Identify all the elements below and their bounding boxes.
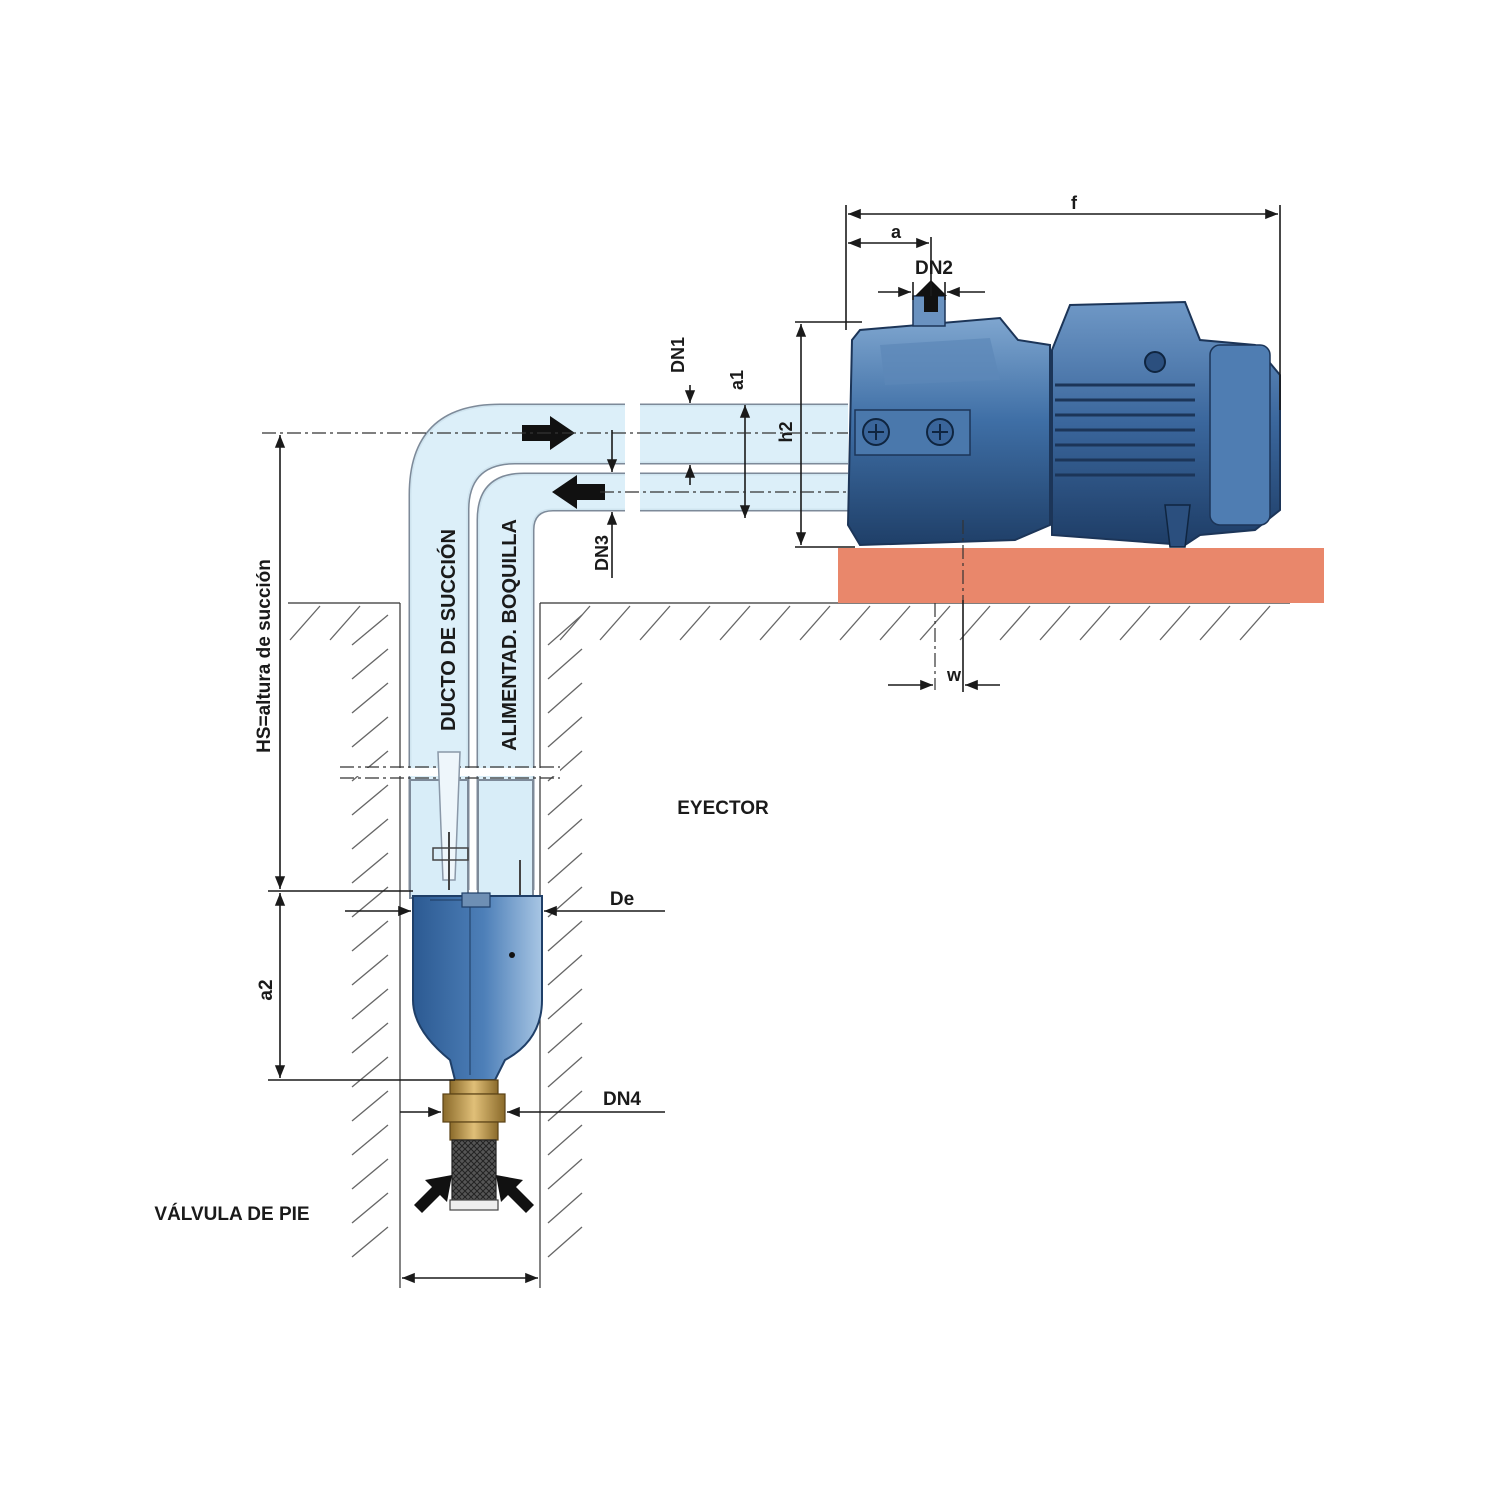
hatch-line <box>1159 605 1191 641</box>
dim-label-de: De <box>610 889 634 910</box>
hatch-line <box>547 716 583 748</box>
pump-base <box>838 548 1324 603</box>
hatch-line <box>547 920 583 952</box>
hatch-line <box>879 605 911 641</box>
label-valvula: VÁLVULA DE PIE <box>154 1203 309 1225</box>
hatch-line <box>547 784 583 816</box>
hatch-line <box>547 954 583 986</box>
hatch-line <box>329 605 361 641</box>
flow-arrow-left-icon <box>552 475 605 509</box>
hatch-line <box>351 1056 389 1088</box>
hatch-line <box>351 716 389 748</box>
hatch-line <box>351 1158 389 1190</box>
hatch-line <box>547 1022 583 1054</box>
hatch-line <box>351 1022 389 1054</box>
hatch-line <box>351 682 389 714</box>
dim-label-h2: h2 <box>776 421 796 442</box>
hatch-line <box>351 648 389 680</box>
dim-label-a1: a1 <box>727 370 747 390</box>
hatch-line <box>959 605 991 641</box>
inflow-arrow-left-icon <box>414 1175 452 1213</box>
inflow-arrow-right-icon <box>496 1175 534 1213</box>
dim-label-hs: HS=altura de succión <box>254 559 275 753</box>
hatch-line <box>547 886 583 918</box>
hatch-line <box>351 1124 389 1156</box>
hatch-line <box>351 1192 389 1224</box>
hatch-line <box>351 1090 389 1122</box>
hatch-line <box>351 920 389 952</box>
hatch-line <box>1199 605 1231 641</box>
hatch-line <box>289 605 321 641</box>
foot-valve <box>442 1079 506 1211</box>
hatch-line <box>351 886 389 918</box>
hatch-line <box>351 614 389 646</box>
dim-label-dn1: DN1 <box>668 337 688 373</box>
hatch-line <box>351 1226 389 1258</box>
hatch-line <box>547 1226 583 1258</box>
hatch-line <box>351 784 389 816</box>
hatch-line <box>679 605 711 641</box>
hatch-line <box>547 1192 583 1224</box>
hatch-line <box>719 605 751 641</box>
hatch-line <box>547 1056 583 1088</box>
dim-label-w: w <box>946 665 962 685</box>
hatch-line <box>351 818 389 850</box>
dim-label-dn3: DN3 <box>592 535 612 571</box>
hatch-line <box>1079 605 1111 641</box>
hatch-line <box>1119 605 1151 641</box>
hatch-line <box>547 1158 583 1190</box>
hatch-line <box>351 988 389 1020</box>
hatch-line <box>351 852 389 884</box>
ejector-body <box>412 892 543 1081</box>
hatch-line <box>1039 605 1071 641</box>
pipe-label-alimentad: ALIMENTAD. BOQUILLA <box>499 519 521 751</box>
hatch-line <box>547 1124 583 1156</box>
dim-label-a2: a2 <box>256 979 277 1000</box>
hatch-line <box>351 750 389 782</box>
hatch-line <box>1239 605 1271 641</box>
hatch-line <box>547 1090 583 1122</box>
hatch-line <box>999 605 1031 641</box>
pump-hydraulic-body <box>846 295 1051 547</box>
hatch-line <box>639 605 671 641</box>
hatch-line <box>351 954 389 986</box>
dim-label-f: f <box>1071 193 1078 213</box>
hatch-line <box>547 648 583 680</box>
hatch-line <box>547 614 583 646</box>
pump-motor <box>1051 300 1281 548</box>
dim-label-dn4: DN4 <box>603 1089 641 1110</box>
hatch-line <box>839 605 871 641</box>
hatch-line <box>547 988 583 1020</box>
hatch-line <box>559 605 591 641</box>
hatch-line <box>547 852 583 884</box>
dim-label-a: a <box>891 222 902 242</box>
hatch-line <box>547 750 583 782</box>
hatch-line <box>799 605 831 641</box>
hatch-line <box>547 818 583 850</box>
hatch-line <box>759 605 791 641</box>
hatch-line <box>547 682 583 714</box>
pipe-label-ducto: DUCTO DE SUCCIÓN <box>436 529 460 731</box>
hatch-line <box>599 605 631 641</box>
dim-label-dn2: DN2 <box>915 258 953 279</box>
label-eyector: EYECTOR <box>677 798 769 819</box>
